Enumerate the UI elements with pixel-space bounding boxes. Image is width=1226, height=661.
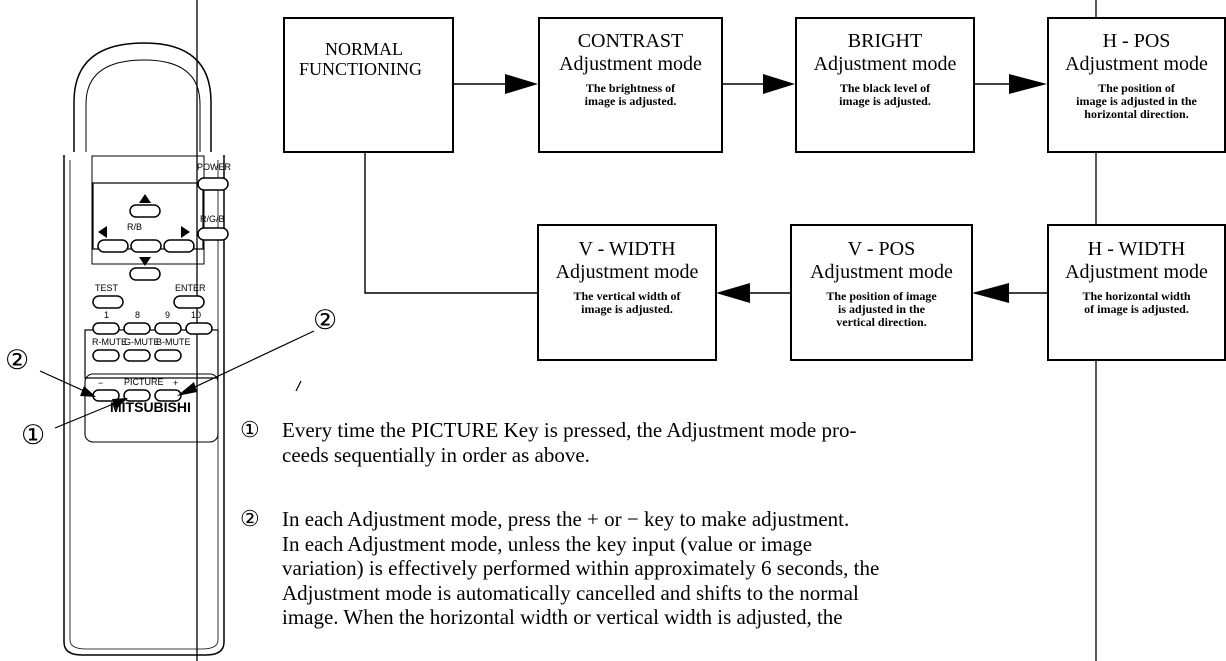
test-label: TEST — [95, 283, 119, 293]
normal-line2: FUNCTIONING — [299, 59, 422, 79]
down-button[interactable] — [129, 267, 161, 281]
right-button[interactable] — [163, 239, 195, 253]
note-2-text: In each Adjustment mode, press the + or … — [282, 507, 880, 629]
test-button[interactable] — [92, 295, 124, 309]
rb-button[interactable] — [130, 239, 162, 253]
key-9-button[interactable] — [154, 322, 182, 335]
up-arrow-icon — [139, 194, 151, 203]
plus-label: + — [173, 378, 178, 388]
note-2: ② In each Adjustment mode, press the + o… — [240, 506, 1225, 630]
callout-2-right: ② — [313, 305, 338, 335]
callout-1: ① — [21, 420, 46, 450]
n10-label: 10 — [191, 310, 201, 320]
rmute-button[interactable] — [92, 349, 120, 362]
remote-body-outline — [63, 155, 225, 656]
mode-label: Adjustment mode — [555, 261, 699, 283]
rgb-button[interactable] — [197, 227, 229, 241]
key-10-button[interactable] — [185, 322, 213, 335]
key-1-button[interactable] — [92, 322, 120, 335]
remote-brand: MITSUBISHI — [110, 399, 191, 415]
gmute-button[interactable] — [123, 349, 151, 362]
contrast-mode-box: CONTRAST Adjustment mode The brightness … — [538, 17, 723, 153]
picture-label: PICTURE — [124, 377, 164, 387]
mode-name: CONTRAST — [577, 30, 684, 52]
stray-tick — [295, 380, 302, 392]
right-arrow-icon — [181, 226, 190, 238]
mode-name: V - POS — [847, 238, 916, 260]
plus-button[interactable] — [154, 389, 182, 402]
remote-lower-panel — [84, 373, 219, 443]
mode-name: H - WIDTH — [1087, 238, 1186, 260]
note-1: ① Every time the PICTURE Key is pressed,… — [240, 417, 1225, 467]
note-1-number: ① — [240, 417, 260, 442]
note-2-number: ② — [240, 506, 260, 531]
note-1-text: Every time the PICTURE Key is pressed, t… — [282, 418, 857, 467]
rmute-label: R-MUTE — [92, 337, 127, 347]
mode-name: BRIGHT — [847, 30, 923, 52]
remote-control: POWER R/B R/G/B TEST ENTER 1 8 9 10 R-MU… — [63, 42, 232, 656]
gmute-label: G-MUTE — [124, 337, 160, 347]
left-button[interactable] — [97, 239, 129, 253]
callout-2-left: ② — [5, 345, 30, 375]
hwidth-mode-box: H - WIDTH Adjustment mode The horizontal… — [1047, 224, 1226, 361]
mode-label: Adjustment mode — [810, 261, 953, 283]
mode-label: Adjustment mode — [1065, 53, 1208, 75]
vwidth-mode-box: V - WIDTH Adjustment mode The vertical w… — [537, 224, 717, 361]
power-label: POWER — [197, 162, 232, 172]
bmute-label: B-MUTE — [156, 337, 191, 347]
mode-label: Adjustment mode — [559, 53, 702, 75]
n1-label: 1 — [104, 310, 109, 320]
normal-line1: NORMAL — [325, 39, 404, 59]
normal-functioning-box: NORMAL FUNCTIONING — [283, 17, 454, 153]
mode-name: V - WIDTH — [578, 238, 676, 260]
remote-brand-plate — [84, 329, 219, 379]
enter-label: ENTER — [175, 283, 206, 293]
left-arrow-icon — [98, 226, 107, 238]
callout-leaders — [39, 330, 315, 429]
mode-name: H - POS — [1102, 30, 1171, 52]
key-8-button[interactable] — [123, 322, 151, 335]
mode-label: Adjustment mode — [813, 53, 957, 75]
remote-control-panel — [91, 155, 205, 265]
vpos-mode-box: V - POS Adjustment mode The position of … — [790, 224, 973, 361]
bright-mode-box: BRIGHT Adjustment mode The black level o… — [795, 17, 975, 153]
down-arrow-icon — [139, 257, 151, 266]
minus-label: − — [98, 378, 103, 388]
remote-top-outline — [73, 42, 212, 152]
up-button[interactable] — [129, 204, 161, 218]
rgb-label: R/G/B — [200, 214, 225, 224]
bmute-button[interactable] — [154, 349, 182, 362]
picture-button[interactable] — [123, 389, 151, 402]
mode-label: Adjustment mode — [1065, 261, 1208, 283]
enter-button[interactable] — [173, 295, 205, 309]
n8-label: 8 — [135, 310, 140, 320]
rb-label: R/B — [127, 222, 142, 232]
n9-label: 9 — [165, 310, 170, 320]
power-button[interactable] — [197, 177, 229, 191]
arrow-vwidth-to-normal — [364, 127, 537, 294]
